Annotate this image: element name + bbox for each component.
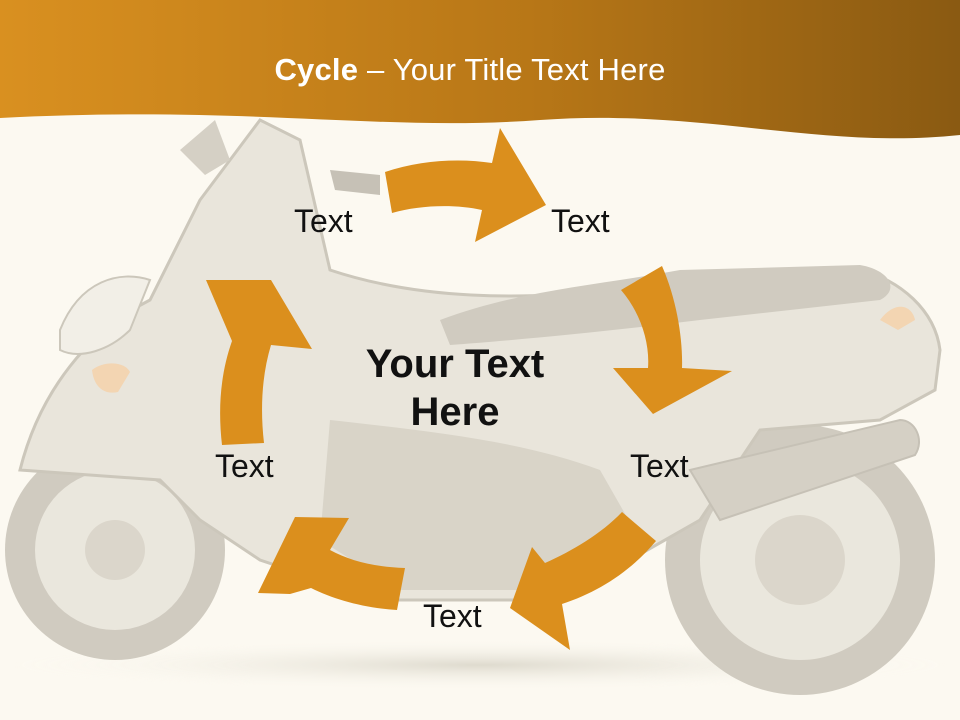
center-text-line2: Here [410,390,500,434]
scooter-illustration [5,118,950,695]
cycle-arrows [206,128,732,650]
cycle-label-top-left: Text [294,203,353,239]
cycle-label-top-right: Text [551,203,610,239]
center-text-line1: Your Text [365,342,545,386]
title-bold: Cycle [274,52,359,87]
slide-title: Cycle – Your Title Text Here [0,52,940,88]
cycle-label-left: Text [215,448,274,484]
arrow-right-upper [613,266,732,414]
cycle-label-right: Text [630,448,689,484]
arrow-right-lower [510,512,656,650]
cycle-label-bottom: Text [423,598,482,634]
center-text: Your Text Here [320,340,590,436]
arrow-left [206,280,312,445]
header-band [0,0,960,139]
title-rest: – Your Title Text Here [358,52,666,87]
arrow-bottom [258,517,405,610]
arrow-top [385,128,546,242]
